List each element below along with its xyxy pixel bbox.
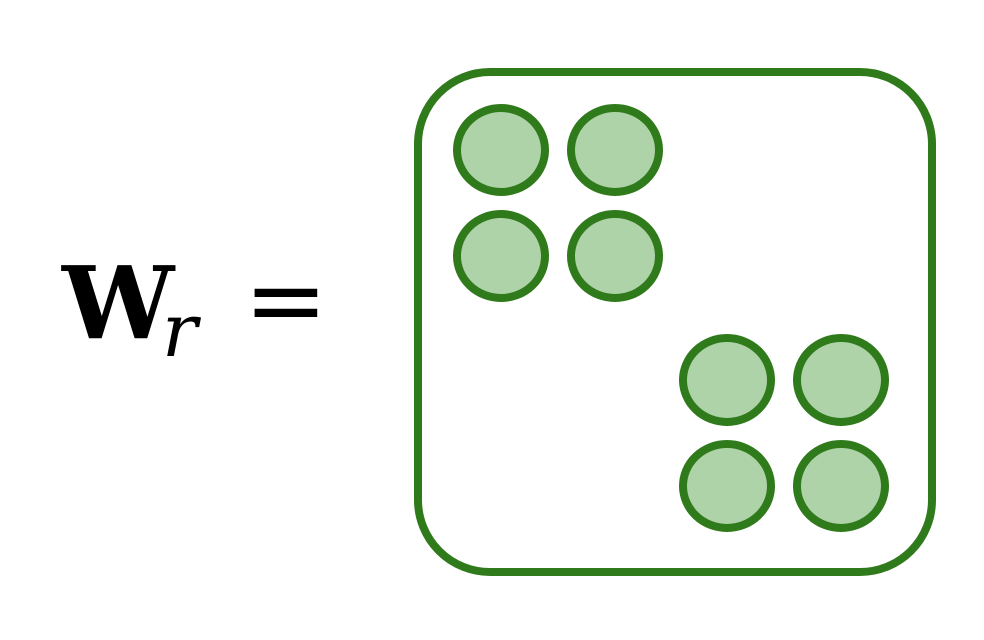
- matrix-entry-circle: [793, 334, 889, 426]
- matrix-block-2: [679, 334, 889, 532]
- matrix-blocks: [453, 104, 889, 532]
- matrix-entry-circle: [793, 440, 889, 532]
- matrix-entry-circle: [567, 104, 663, 196]
- matrix-entry-circle: [679, 440, 775, 532]
- matrix-symbol: W: [61, 244, 176, 362]
- matrix-entry-circle: [679, 334, 775, 426]
- matrix-frame: [414, 68, 936, 576]
- matrix-subscript: r: [162, 288, 202, 374]
- equals-sign: =: [244, 241, 328, 358]
- matrix-entry-circle: [453, 104, 549, 196]
- equation-label: W r =: [61, 241, 328, 374]
- matrix-entry-circle: [453, 210, 549, 302]
- matrix-entry-circle: [567, 210, 663, 302]
- matrix-block-1: [453, 104, 663, 302]
